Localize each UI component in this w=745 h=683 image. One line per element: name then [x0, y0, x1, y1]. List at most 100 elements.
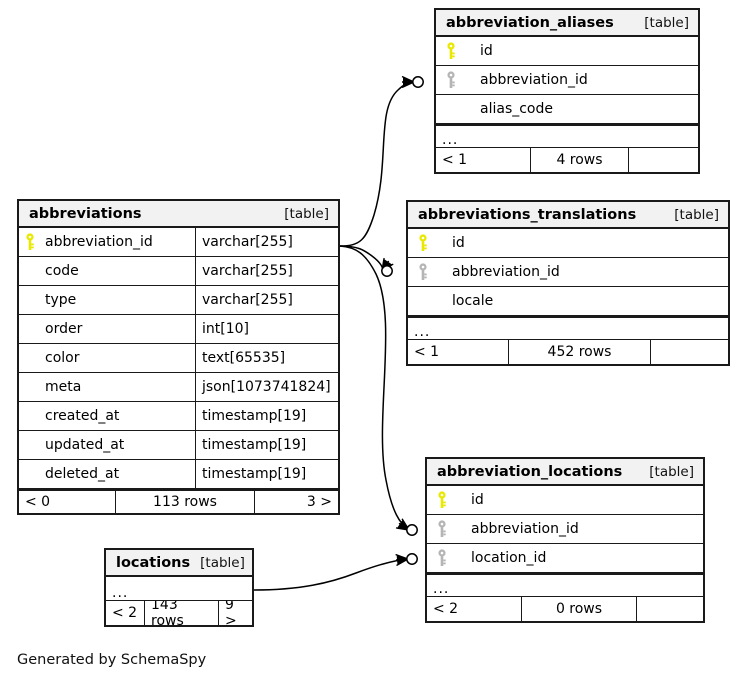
column-name: order — [45, 321, 83, 337]
column-name: id — [452, 235, 465, 251]
footer-prev-count[interactable]: < 2 — [112, 605, 138, 621]
table-title: abbreviations_translations [table] — [408, 202, 728, 229]
column-row[interactable]: created_at timestamp[19] — [19, 402, 338, 431]
table-footer: < 1 452 rows — [408, 340, 728, 364]
table-title: abbreviation_locations [table] — [427, 459, 703, 486]
column-type: json[1073741824] — [195, 373, 338, 401]
column-row[interactable]: order int[10] — [19, 315, 338, 344]
footer-prev-count[interactable]: < 0 — [25, 494, 51, 510]
column-name: meta — [45, 379, 82, 395]
column-row[interactable]: id — [427, 486, 703, 515]
column-row[interactable]: abbreviation_id — [436, 66, 698, 95]
table-name: abbreviation_locations — [437, 463, 623, 480]
table-tag: [table] — [674, 206, 719, 223]
table-abbreviation_aliases[interactable]: abbreviation_aliases [table] id abbrevia… — [434, 8, 700, 174]
column-type: timestamp[19] — [195, 460, 338, 488]
table-footer: < 2 143 rows 9 > — [106, 601, 252, 625]
column-row[interactable]: id — [436, 37, 698, 66]
column-type: varchar[255] — [195, 286, 338, 314]
more-columns-indicator: ... — [106, 577, 252, 601]
column-row[interactable]: locale — [408, 287, 728, 316]
table-footer: < 1 4 rows — [436, 148, 698, 172]
footer-next-count[interactable] — [636, 597, 703, 621]
column-type: timestamp[19] — [195, 402, 338, 430]
table-name: abbreviations_translations — [418, 206, 637, 223]
footer-prev-count[interactable]: < 1 — [414, 344, 440, 360]
column-type: text[65535] — [195, 344, 338, 372]
column-type: timestamp[19] — [195, 431, 338, 459]
column-name: updated_at — [45, 437, 125, 453]
table-abbreviations_translations[interactable]: abbreviations_translations [table] id ab… — [406, 200, 730, 366]
column-name: location_id — [471, 550, 547, 566]
generated-by-credit: Generated by SchemaSpy — [17, 652, 207, 668]
column-name: alias_code — [480, 101, 553, 117]
column-row[interactable]: abbreviation_id varchar[255] — [19, 228, 338, 257]
column-row[interactable]: location_id — [427, 544, 703, 573]
footer-next-count[interactable] — [628, 148, 698, 172]
footer-row-count: 452 rows — [508, 340, 650, 364]
table-locations[interactable]: locations [table] ... < 2 143 rows 9 > — [104, 548, 254, 627]
more-columns-indicator: ... — [436, 124, 698, 148]
footer-row-count: 113 rows — [115, 491, 254, 513]
table-footer: < 2 0 rows — [427, 597, 703, 621]
footer-prev-count[interactable]: < 2 — [433, 601, 459, 617]
more-columns-indicator: ... — [408, 316, 728, 340]
column-row[interactable]: deleted_at timestamp[19] — [19, 460, 338, 489]
table-name: abbreviation_aliases — [446, 14, 614, 31]
foreign-key-icon — [431, 548, 453, 568]
column-name: locale — [452, 293, 494, 309]
primary-key-icon — [19, 232, 41, 252]
primary-key-icon — [440, 41, 462, 61]
column-name: abbreviation_id — [452, 264, 560, 280]
column-name: deleted_at — [45, 466, 120, 482]
footer-next-count[interactable]: 3 > — [254, 491, 338, 513]
footer-row-count: 4 rows — [530, 148, 628, 172]
foreign-key-icon — [412, 262, 434, 282]
table-title: abbreviation_aliases [table] — [436, 10, 698, 37]
table-abbreviations[interactable]: abbreviations [table] abbreviation_id va… — [17, 199, 340, 515]
column-row[interactable]: color text[65535] — [19, 344, 338, 373]
column-row[interactable]: type varchar[255] — [19, 286, 338, 315]
table-tag: [table] — [200, 554, 245, 571]
table-name: locations — [116, 554, 191, 571]
column-row[interactable]: id — [408, 229, 728, 258]
column-name: id — [471, 492, 484, 508]
table-tag: [table] — [649, 463, 694, 480]
column-row[interactable]: alias_code — [436, 95, 698, 124]
column-name: abbreviation_id — [471, 521, 579, 537]
column-name: code — [45, 263, 79, 279]
column-type: varchar[255] — [195, 228, 338, 256]
footer-row-count: 143 rows — [144, 601, 218, 625]
edge-abbreviations-to-abbreviations_translations — [339, 245, 392, 277]
column-row[interactable]: code varchar[255] — [19, 257, 338, 286]
column-name: created_at — [45, 408, 120, 424]
column-name: abbreviation_id — [45, 234, 153, 250]
column-row[interactable]: updated_at timestamp[19] — [19, 431, 338, 460]
column-name: abbreviation_id — [480, 72, 588, 88]
column-type: int[10] — [195, 315, 338, 343]
footer-row-count: 0 rows — [521, 597, 636, 621]
table-title: locations [table] — [106, 550, 252, 577]
column-type: varchar[255] — [195, 257, 338, 285]
foreign-key-icon — [440, 70, 462, 90]
edge-locations-to-abbreviation_locations — [253, 553, 418, 591]
primary-key-icon — [431, 490, 453, 510]
column-name: type — [45, 292, 77, 308]
column-row[interactable]: abbreviation_id — [427, 515, 703, 544]
more-columns-indicator: ... — [427, 573, 703, 597]
footer-next-count[interactable]: 9 > — [218, 601, 252, 625]
primary-key-icon — [412, 233, 434, 253]
foreign-key-icon — [431, 519, 453, 539]
table-footer: < 0 113 rows 3 > — [19, 489, 338, 513]
footer-prev-count[interactable]: < 1 — [442, 152, 468, 168]
table-tag: [table] — [284, 205, 329, 222]
table-name: abbreviations — [29, 205, 142, 222]
table-title: abbreviations [table] — [19, 201, 338, 228]
table-tag: [table] — [644, 14, 689, 31]
table-abbreviation_locations[interactable]: abbreviation_locations [table] id abbrev… — [425, 457, 705, 623]
column-name: id — [480, 43, 493, 59]
column-row[interactable]: abbreviation_id — [408, 258, 728, 287]
column-row[interactable]: meta json[1073741824] — [19, 373, 338, 402]
footer-next-count[interactable] — [650, 340, 728, 364]
